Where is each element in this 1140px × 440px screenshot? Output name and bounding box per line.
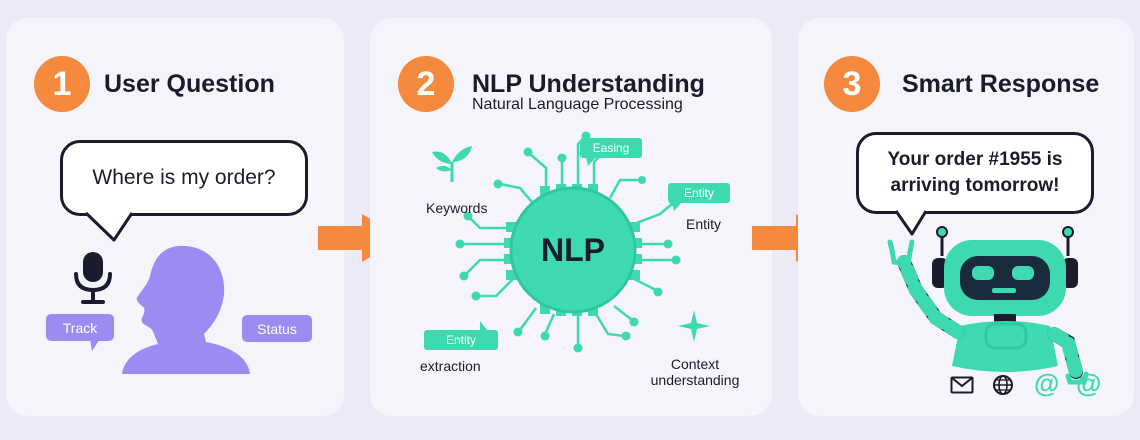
at-icon: @: [1034, 368, 1060, 398]
entity-extraction-tag: Entity: [424, 330, 498, 350]
step-3-title: Smart Response: [902, 70, 1100, 98]
step-2-panel: 2 NLP Understanding Natural Language Pro…: [370, 18, 772, 416]
step-1-panel: 1 User Question Where is my order? Track…: [6, 18, 344, 416]
at-icon: @: [1076, 368, 1102, 398]
response-bubble-tail: [894, 210, 928, 236]
entity-tag: Entity: [668, 183, 730, 203]
response-bubble: Your order #1955 is arriving tomorrow!: [856, 132, 1094, 214]
track-chip: Track: [46, 314, 114, 341]
easing-tag: Easing: [580, 138, 642, 158]
context-label: Context: [670, 356, 720, 372]
step-1-title: User Question: [104, 70, 275, 98]
easing-tag-tail: [586, 157, 596, 166]
status-chip: Status: [242, 315, 312, 342]
user-question-bubble: Where is my order?: [60, 140, 308, 216]
context-understanding-label: Context understanding: [638, 356, 752, 388]
keywords-label: Keywords: [426, 200, 488, 216]
user-silhouette-icon: [122, 245, 250, 374]
nlp-circuit-diagram: [455, 131, 681, 353]
microphone-icon: [74, 252, 112, 304]
entity-tag-tail: [672, 202, 682, 211]
globe-icon: [993, 375, 1013, 395]
step-2-number: 2: [398, 56, 454, 112]
robot-icon: [887, 226, 1089, 385]
sparkle-icon: [678, 310, 710, 342]
entity-extraction-tag-tail: [480, 321, 488, 331]
step-3-panel: 3 Smart Response Your order #1955 is arr…: [798, 18, 1134, 416]
step-2-title: NLP Understanding: [472, 70, 705, 98]
step-3-number: 3: [824, 56, 880, 112]
response-line-1: Your order #1955 is: [887, 149, 1063, 170]
entity-label: Entity: [686, 216, 722, 232]
mail-icon: [950, 376, 974, 394]
extraction-label: extraction: [420, 358, 481, 374]
step-1-number: 1: [34, 56, 90, 112]
bubble-tail: [84, 211, 134, 242]
sprout-icon: [432, 146, 472, 182]
step-2-subtitle: Natural Language Processing: [472, 96, 683, 113]
user-question-text: Where is my order?: [92, 166, 276, 189]
response-line-2: arriving tomorrow!: [890, 175, 1060, 196]
nlp-chip-label: NLP: [541, 232, 605, 268]
track-chip-tail: [90, 339, 100, 351]
understanding-label: understanding: [650, 372, 740, 388]
